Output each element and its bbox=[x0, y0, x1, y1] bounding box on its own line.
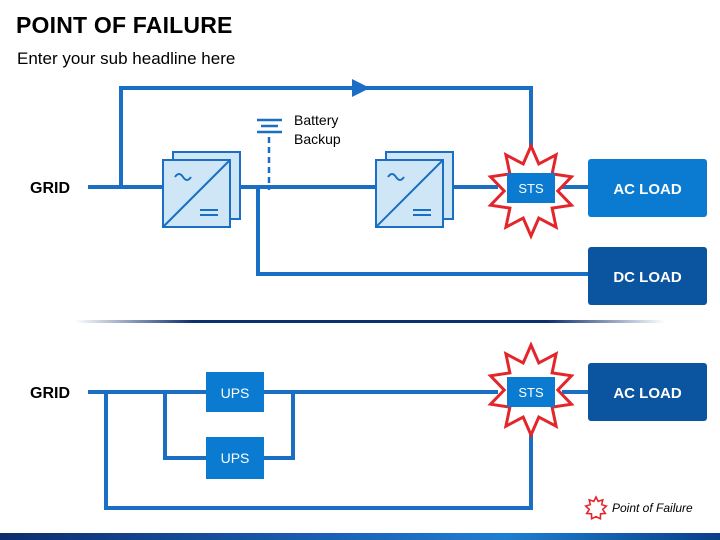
dc-load-line bbox=[256, 187, 588, 276]
ups1-label: UPS bbox=[221, 385, 250, 401]
battery-label-line1: Battery bbox=[294, 112, 338, 128]
top-sts-label: STS bbox=[518, 181, 544, 196]
top-ac-load-box bbox=[588, 159, 707, 217]
legend-label: Point of Failure bbox=[612, 501, 693, 515]
bottom-wires bbox=[88, 390, 588, 510]
section-divider bbox=[75, 320, 665, 323]
bypass-line-bottom bbox=[104, 392, 533, 510]
top-sts-box bbox=[507, 173, 555, 203]
bottom-ac-load-label: AC LOAD bbox=[613, 385, 681, 402]
ups2-in-line bbox=[163, 392, 206, 460]
top-wires bbox=[88, 86, 588, 276]
ups1-box bbox=[206, 372, 264, 412]
ups2-out-line bbox=[264, 392, 295, 460]
legend-failure-star-icon bbox=[584, 495, 608, 520]
battery-label-line2: Backup bbox=[294, 131, 341, 147]
page-subtitle: Enter your sub headline here bbox=[17, 49, 236, 68]
flow-arrow-icon bbox=[352, 79, 370, 97]
ups2-label: UPS bbox=[221, 450, 250, 466]
top-diagram: Battery Backup STS AC LOAD DC LOAD bbox=[30, 79, 707, 305]
bottom-grid-label: GRID bbox=[30, 385, 70, 402]
bottom-sts-label: STS bbox=[518, 385, 544, 400]
footer-bar bbox=[0, 533, 720, 540]
ups2-box bbox=[206, 437, 264, 479]
dc-load-label: DC LOAD bbox=[613, 269, 681, 286]
top-ac-load-label: AC LOAD bbox=[613, 181, 681, 198]
page-title: POINT OF FAILURE bbox=[16, 12, 233, 38]
top-grid-label: GRID bbox=[30, 180, 70, 197]
bypass-line bbox=[119, 86, 533, 187]
bottom-diagram: UPS UPS STS AC LOAD GRID bbox=[30, 341, 707, 510]
legend: Point of Failure bbox=[584, 495, 693, 520]
bottom-ac-load-box bbox=[588, 363, 707, 421]
dc-load-box bbox=[588, 247, 707, 305]
battery-icon bbox=[257, 118, 282, 190]
rectifier-icon bbox=[162, 151, 241, 228]
bottom-sts-box bbox=[507, 377, 555, 407]
inverter-icon bbox=[375, 151, 454, 228]
